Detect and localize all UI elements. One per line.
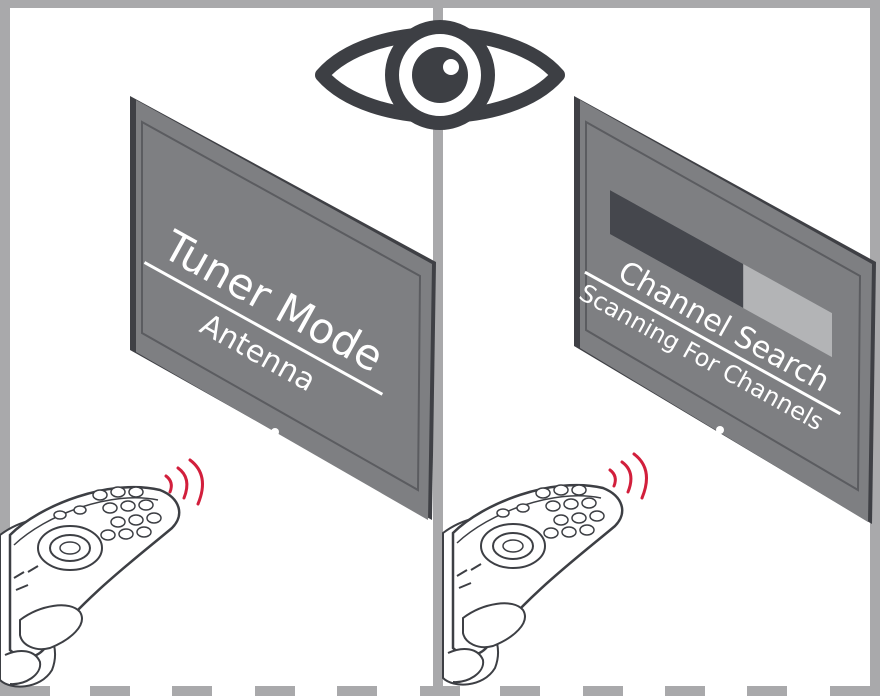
dashed-bottom-border xyxy=(10,686,870,696)
progress-bar xyxy=(610,190,832,358)
tv-left: Tuner Mode Antenna xyxy=(130,96,436,520)
remote-control-icon xyxy=(0,485,181,688)
remote-control-icon xyxy=(441,483,624,686)
tv-power-led xyxy=(271,428,279,436)
signal-waves-icon xyxy=(608,452,648,500)
eye-icon xyxy=(315,20,565,130)
progress-fill xyxy=(610,190,744,308)
tv-power-led xyxy=(716,426,724,434)
tv-right: Channel Search Scanning For Channels xyxy=(574,96,876,524)
screen-divider xyxy=(584,270,842,416)
screen-divider xyxy=(143,261,384,396)
